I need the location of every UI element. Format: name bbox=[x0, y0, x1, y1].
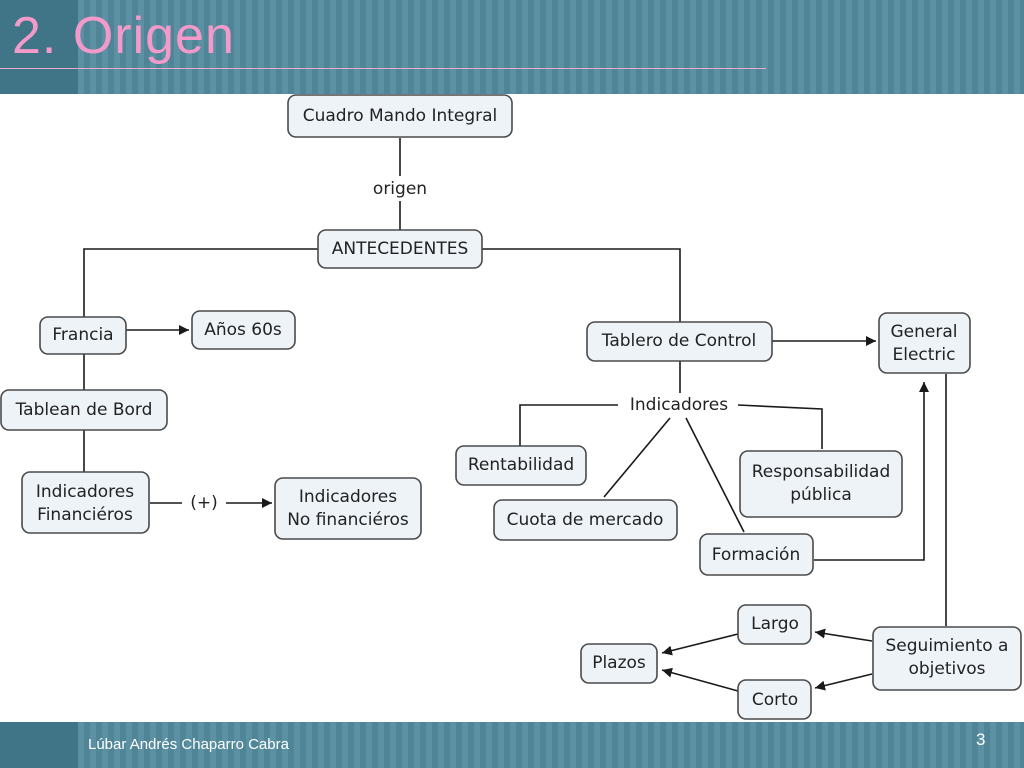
svg-text:Cuadro Mando Integral: Cuadro Mando Integral bbox=[303, 106, 498, 126]
header-accent-block bbox=[0, 0, 78, 94]
node-indicadores-financieros[interactable]: Indicadores Financiéros bbox=[21, 471, 150, 534]
node-cuota-de-mercado[interactable]: Cuota de mercado bbox=[493, 499, 678, 541]
node-rentabilidad[interactable]: Rentabilidad bbox=[455, 445, 587, 486]
page-number: 3 bbox=[976, 730, 986, 749]
node-francia[interactable]: Francia bbox=[39, 316, 127, 355]
svg-text:objetivos: objetivos bbox=[908, 659, 985, 679]
node-general-electric[interactable]: General Electric bbox=[878, 312, 971, 374]
link-label-indicadores: Indicadores bbox=[630, 395, 728, 415]
link-label-plus: (+) bbox=[190, 493, 218, 513]
svg-text:Francia: Francia bbox=[52, 325, 113, 345]
slide-title: 2. Origen bbox=[12, 7, 235, 65]
svg-text:Electric: Electric bbox=[893, 345, 956, 365]
node-tablero-de-control[interactable]: Tablero de Control bbox=[586, 321, 773, 362]
svg-text:Responsabilidad: Responsabilidad bbox=[752, 462, 891, 482]
svg-text:Cuota de mercado: Cuota de mercado bbox=[507, 510, 664, 530]
svg-text:General: General bbox=[891, 322, 958, 342]
svg-text:Años 60s: Años 60s bbox=[204, 320, 282, 340]
svg-text:Tablero de Control: Tablero de Control bbox=[601, 331, 757, 351]
node-largo[interactable]: Largo bbox=[737, 604, 812, 645]
svg-text:pública: pública bbox=[790, 485, 852, 505]
title-underline bbox=[0, 68, 766, 69]
svg-text:Tablean de Bord: Tablean de Bord bbox=[15, 400, 153, 420]
node-antecedentes[interactable]: ANTECEDENTES bbox=[317, 229, 483, 269]
svg-text:Formación: Formación bbox=[712, 545, 801, 565]
node-corto[interactable]: Corto bbox=[737, 679, 812, 720]
footer-author: Lúbar Andrés Chaparro Cabra bbox=[88, 736, 289, 753]
node-plazos[interactable]: Plazos bbox=[580, 643, 658, 684]
node-indicadores-no-financieros[interactable]: Indicadores No financiéros bbox=[274, 477, 422, 540]
svg-text:Largo: Largo bbox=[751, 614, 799, 634]
svg-text:No financiéros: No financiéros bbox=[287, 510, 409, 530]
node-formacion[interactable]: Formación bbox=[699, 533, 814, 576]
svg-text:Seguimiento a: Seguimiento a bbox=[886, 636, 1009, 656]
svg-text:ANTECEDENTES: ANTECEDENTES bbox=[332, 239, 469, 259]
svg-text:Plazos: Plazos bbox=[592, 653, 646, 673]
svg-text:Rentabilidad: Rentabilidad bbox=[468, 455, 574, 475]
svg-text:Indicadores: Indicadores bbox=[36, 482, 134, 502]
link-label-origen: origen bbox=[373, 179, 427, 199]
svg-text:Indicadores: Indicadores bbox=[299, 487, 397, 507]
node-anos-60s[interactable]: Años 60s bbox=[191, 310, 296, 350]
svg-text:Corto: Corto bbox=[752, 690, 798, 710]
node-seguimiento-a-objetivos[interactable]: Seguimiento a objetivos bbox=[872, 626, 1022, 691]
slide-footer bbox=[0, 722, 1024, 768]
footer-accent-block bbox=[0, 722, 78, 768]
link-labels: origen Indicadores (+) bbox=[190, 179, 728, 513]
node-tablean-de-bord[interactable]: Tablean de Bord bbox=[0, 389, 168, 431]
slide-header bbox=[0, 0, 1024, 94]
connector-lines bbox=[83, 138, 947, 692]
node-cuadro-mando-integral[interactable]: Cuadro Mando Integral bbox=[287, 94, 513, 138]
node-responsabilidad-publica[interactable]: Responsabilidad pública bbox=[739, 450, 903, 518]
svg-text:Financiéros: Financiéros bbox=[37, 505, 133, 525]
